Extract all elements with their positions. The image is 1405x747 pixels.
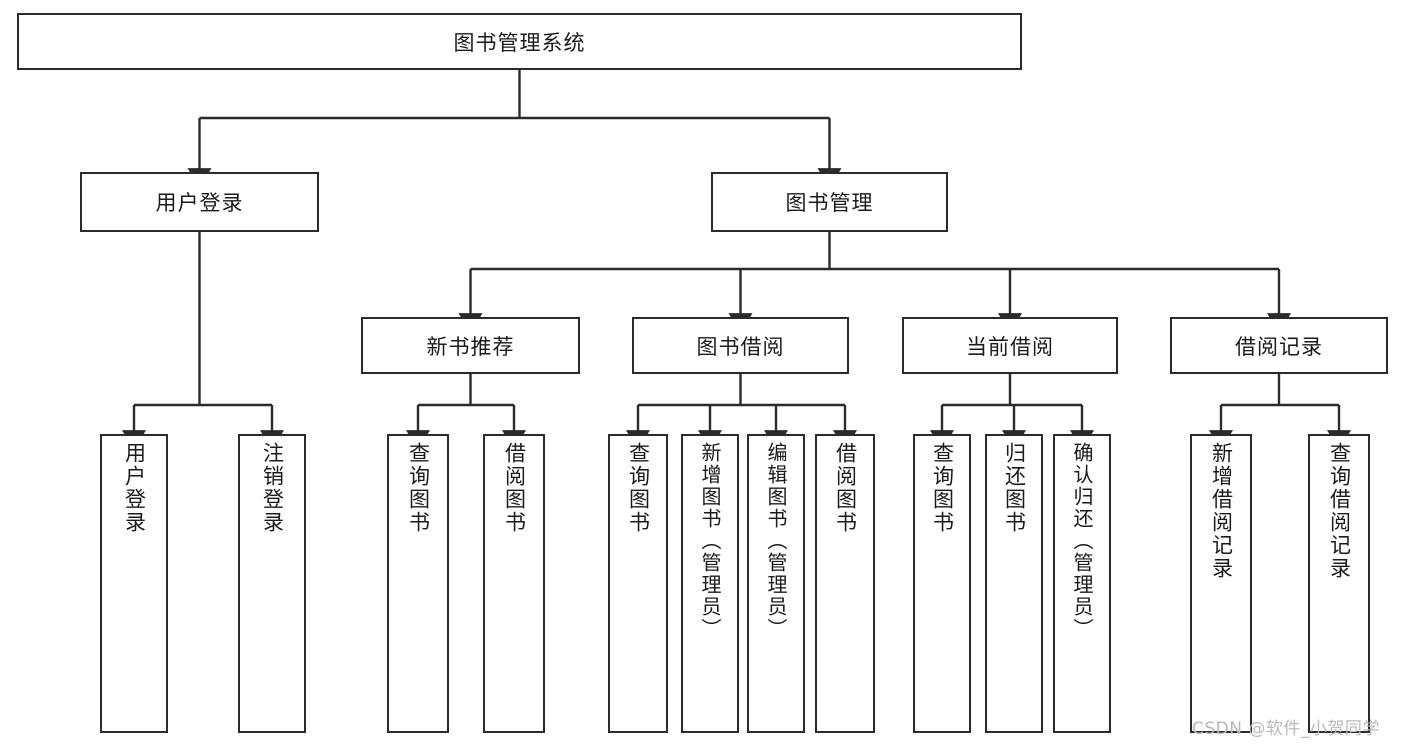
- node-leaf-query-book-2[interactable]: 查询图书: [608, 434, 668, 733]
- node-borrow-record[interactable]: 借阅记录: [1170, 317, 1388, 374]
- node-label: 归还图书: [1002, 442, 1027, 534]
- node-label: 用户登录: [155, 191, 244, 215]
- node-label: 新增借阅记录: [1209, 442, 1234, 580]
- node-label: 新书推荐: [426, 334, 515, 359]
- node-leaf-query-record[interactable]: 查询借阅记录: [1308, 434, 1370, 733]
- node-label: 图书管理系统: [453, 30, 586, 55]
- node-new-book-rec[interactable]: 新书推荐: [361, 317, 580, 374]
- node-label: 查询图书: [930, 442, 955, 534]
- node-leaf-user-login[interactable]: 用户登录: [100, 434, 168, 733]
- node-label: 查询借阅记录: [1327, 442, 1352, 580]
- node-label: 图书借阅: [696, 334, 785, 359]
- node-leaf-logout[interactable]: 注销登录: [238, 434, 306, 733]
- node-label: 编辑图书（管理员）: [764, 442, 788, 640]
- node-user-login[interactable]: 用户登录: [80, 172, 319, 232]
- node-label: 借阅图书: [833, 442, 858, 534]
- node-leaf-query-book-1[interactable]: 查询图书: [387, 434, 449, 733]
- node-label: 注销登录: [260, 442, 285, 534]
- node-label: 借阅图书: [502, 442, 527, 534]
- node-book-manage[interactable]: 图书管理: [711, 172, 948, 232]
- node-label: 查询图书: [626, 442, 651, 534]
- node-leaf-edit-book[interactable]: 编辑图书（管理员）: [747, 434, 805, 733]
- node-label: 当前借阅: [966, 334, 1054, 359]
- node-leaf-add-record[interactable]: 新增借阅记录: [1190, 434, 1252, 733]
- node-label: 图书管理: [785, 191, 874, 215]
- csdn-watermark: CSDN @软件_小贺同学: [1192, 719, 1380, 739]
- node-leaf-add-book[interactable]: 新增图书（管理员）: [681, 434, 739, 733]
- node-label: 确认归还（管理员）: [1070, 442, 1094, 640]
- node-root[interactable]: 图书管理系统: [17, 13, 1022, 70]
- node-book-borrow[interactable]: 图书借阅: [632, 317, 849, 374]
- node-leaf-confirm-return[interactable]: 确认归还（管理员）: [1053, 434, 1111, 733]
- node-leaf-query-book-3[interactable]: 查询图书: [913, 434, 971, 733]
- node-label: 查询图书: [406, 442, 431, 534]
- node-leaf-return-book[interactable]: 归还图书: [985, 434, 1043, 733]
- node-label: 借阅记录: [1235, 334, 1323, 359]
- node-leaf-borrow-book-1[interactable]: 借阅图书: [483, 434, 545, 733]
- node-current-borrow[interactable]: 当前借阅: [902, 317, 1118, 374]
- node-label: 用户登录: [122, 442, 147, 534]
- node-leaf-borrow-book-2[interactable]: 借阅图书: [815, 434, 875, 733]
- node-label: 新增图书（管理员）: [698, 442, 722, 640]
